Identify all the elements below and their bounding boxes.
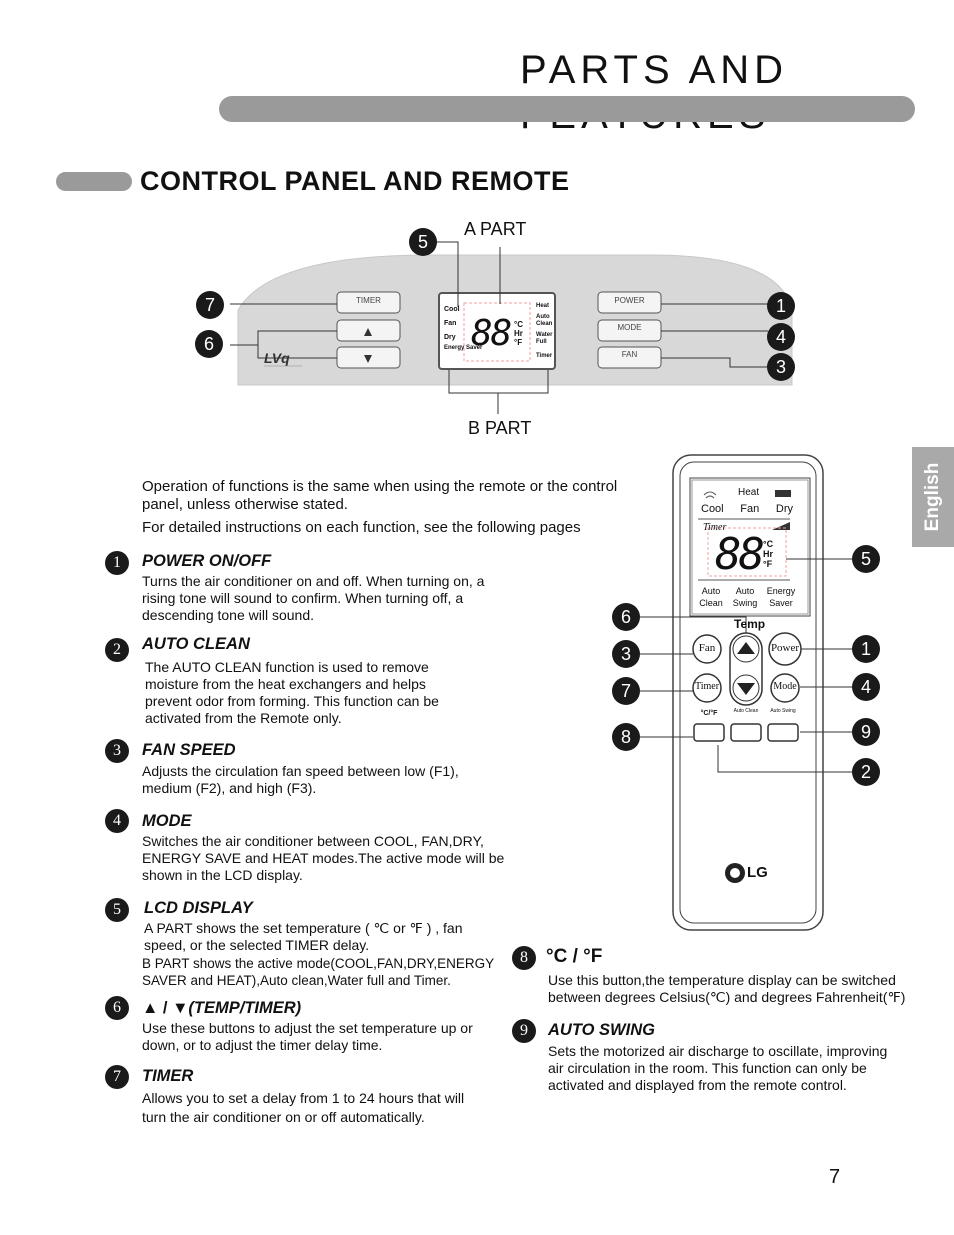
panel-power-button xyxy=(597,291,662,314)
item-number-2: 2 xyxy=(105,638,129,662)
remote-callout-8: 8 xyxy=(612,723,640,751)
panel-callout-5: 5 xyxy=(409,228,437,256)
remote-callout-4: 4 xyxy=(852,673,880,701)
item-number-8: 8 xyxy=(512,946,536,970)
item-number-4: 4 xyxy=(105,809,129,833)
item-body-auto-swing: Sets the motorized air discharge to osci… xyxy=(548,1043,888,1093)
item-body-fan-speed: Adjusts the circulation fan speed betwee… xyxy=(142,763,459,796)
item-number-3: 3 xyxy=(105,739,129,763)
remote-callout-6: 6 xyxy=(612,603,640,631)
remote-timer-button[interactable]: Timer xyxy=(694,681,720,692)
remote-callout-2: 2 xyxy=(852,758,880,786)
item-title-auto-swing: AUTO SWING xyxy=(548,1021,655,1039)
remote-lcd-heat: Heat xyxy=(738,487,760,498)
remote-auto-swing-label[interactable]: Auto Swing xyxy=(770,708,796,714)
panel-lcd-left-labels: Cool Fan Dry Energy Saver xyxy=(444,306,483,351)
remote-power-button[interactable]: Power xyxy=(770,642,800,654)
remote-callout-9: 9 xyxy=(852,718,880,746)
item-number-5: 5 xyxy=(105,898,129,922)
item-body-auto-clean: The AUTO CLEAN function is used to remov… xyxy=(145,659,439,726)
remote-temp-label: Temp xyxy=(734,617,766,631)
remote-auto-clean-label[interactable]: Auto Clean xyxy=(733,708,759,714)
item-number-6: 6 xyxy=(105,996,129,1020)
intro-line-2: For detailed instructions on each functi… xyxy=(142,519,581,536)
item-body-temp-timer: Use these buttons to adjust the set temp… xyxy=(142,1020,473,1053)
b-part-label: B PART xyxy=(468,418,532,438)
item-title-auto-clean: AUTO CLEAN xyxy=(142,635,250,653)
up-down-arrows-icon: ▲ / ▼ xyxy=(142,999,189,1017)
language-tab-label: English xyxy=(922,462,943,532)
language-tab[interactable]: English xyxy=(912,447,954,547)
lg-logo: LG xyxy=(747,864,768,881)
item-number-1: 1 xyxy=(105,551,129,575)
remote-diagram xyxy=(640,454,853,931)
panel-callout-1: 1 xyxy=(767,292,795,320)
panel-lcd xyxy=(438,292,556,370)
panel-callout-3: 3 xyxy=(767,353,795,381)
panel-fan-label: FAN xyxy=(621,350,638,359)
item-body-lcd-display-a: A PART shows the set temperature ( ℃ or … xyxy=(144,920,463,953)
item-title-fan-speed: FAN SPEED xyxy=(142,741,236,759)
remote-lcd-timer: Timer xyxy=(703,522,727,533)
remote-callout-5: 5 xyxy=(852,545,880,573)
remote-lcd-bottom: Auto Clean Auto Swing Energy Saver xyxy=(699,586,796,608)
item-body-timer: Allows you to set a delay from 1 to 24 h… xyxy=(142,1090,465,1125)
remote-mode-button[interactable]: Mode xyxy=(773,681,797,692)
item-title-timer: TIMER xyxy=(142,1067,194,1085)
page-header-title: PARTS AND FEATURES xyxy=(520,48,789,137)
section-pill xyxy=(56,172,132,191)
section-title: CONTROL PANEL AND REMOTE xyxy=(140,166,570,196)
control-panel-diagram: LVq xyxy=(230,241,793,414)
panel-callout-7: 7 xyxy=(196,291,224,319)
panel-lcd-right-labels: Heat Auto Clean Water Full Timer xyxy=(536,303,553,359)
item-number-7: 7 xyxy=(105,1065,129,1089)
page-number: 7 xyxy=(829,1166,841,1188)
intro-line-1: Operation of functions is the same when … xyxy=(142,478,618,513)
remote-lcd-units: °C Hr °F xyxy=(763,539,774,569)
panel-lcd-units: °C Hr °F xyxy=(514,320,523,347)
remote-callout-1: 1 xyxy=(852,635,880,663)
item-body-lcd-display-b: B PART shows the active mode(COOL,FAN,DR… xyxy=(142,956,494,988)
panel-callout-6: 6 xyxy=(195,330,223,358)
remote-cf-button-label[interactable]: °C/°F xyxy=(700,710,718,717)
item-title-mode: MODE xyxy=(142,812,192,830)
remote-lcd-digits: 88 xyxy=(715,529,765,580)
remote-fan-button[interactable]: Fan xyxy=(698,642,716,654)
panel-timer-button xyxy=(336,291,401,314)
header-bar xyxy=(219,96,915,122)
item-title-lcd-display: LCD DISPLAY xyxy=(144,899,253,917)
panel-lcd-digits: 88 xyxy=(471,313,512,354)
item-title-temp-timer: ▲ / ▼(TEMP/TIMER) xyxy=(142,999,302,1017)
panel-power-label: POWER xyxy=(614,296,645,305)
item-body-celsius-fahrenheit: Use this button,the temperature display … xyxy=(548,972,906,1005)
panel-mode-label: MODE xyxy=(617,323,642,332)
item-number-9: 9 xyxy=(512,1019,536,1043)
remote-callout-7: 7 xyxy=(612,677,640,705)
item-title-celsius-fahrenheit: °C / °F xyxy=(546,946,603,967)
panel-timer-label: TIMER xyxy=(356,296,381,305)
panel-callout-4: 4 xyxy=(767,323,795,351)
item-body-mode: Switches the air conditioner between COO… xyxy=(142,833,505,883)
item-title-power: POWER ON/OFF xyxy=(142,552,272,570)
remote-callout-3: 3 xyxy=(612,640,640,668)
item-body-power: Turns the air conditioner on and off. Wh… xyxy=(142,573,485,623)
a-part-label: A PART xyxy=(464,219,527,239)
